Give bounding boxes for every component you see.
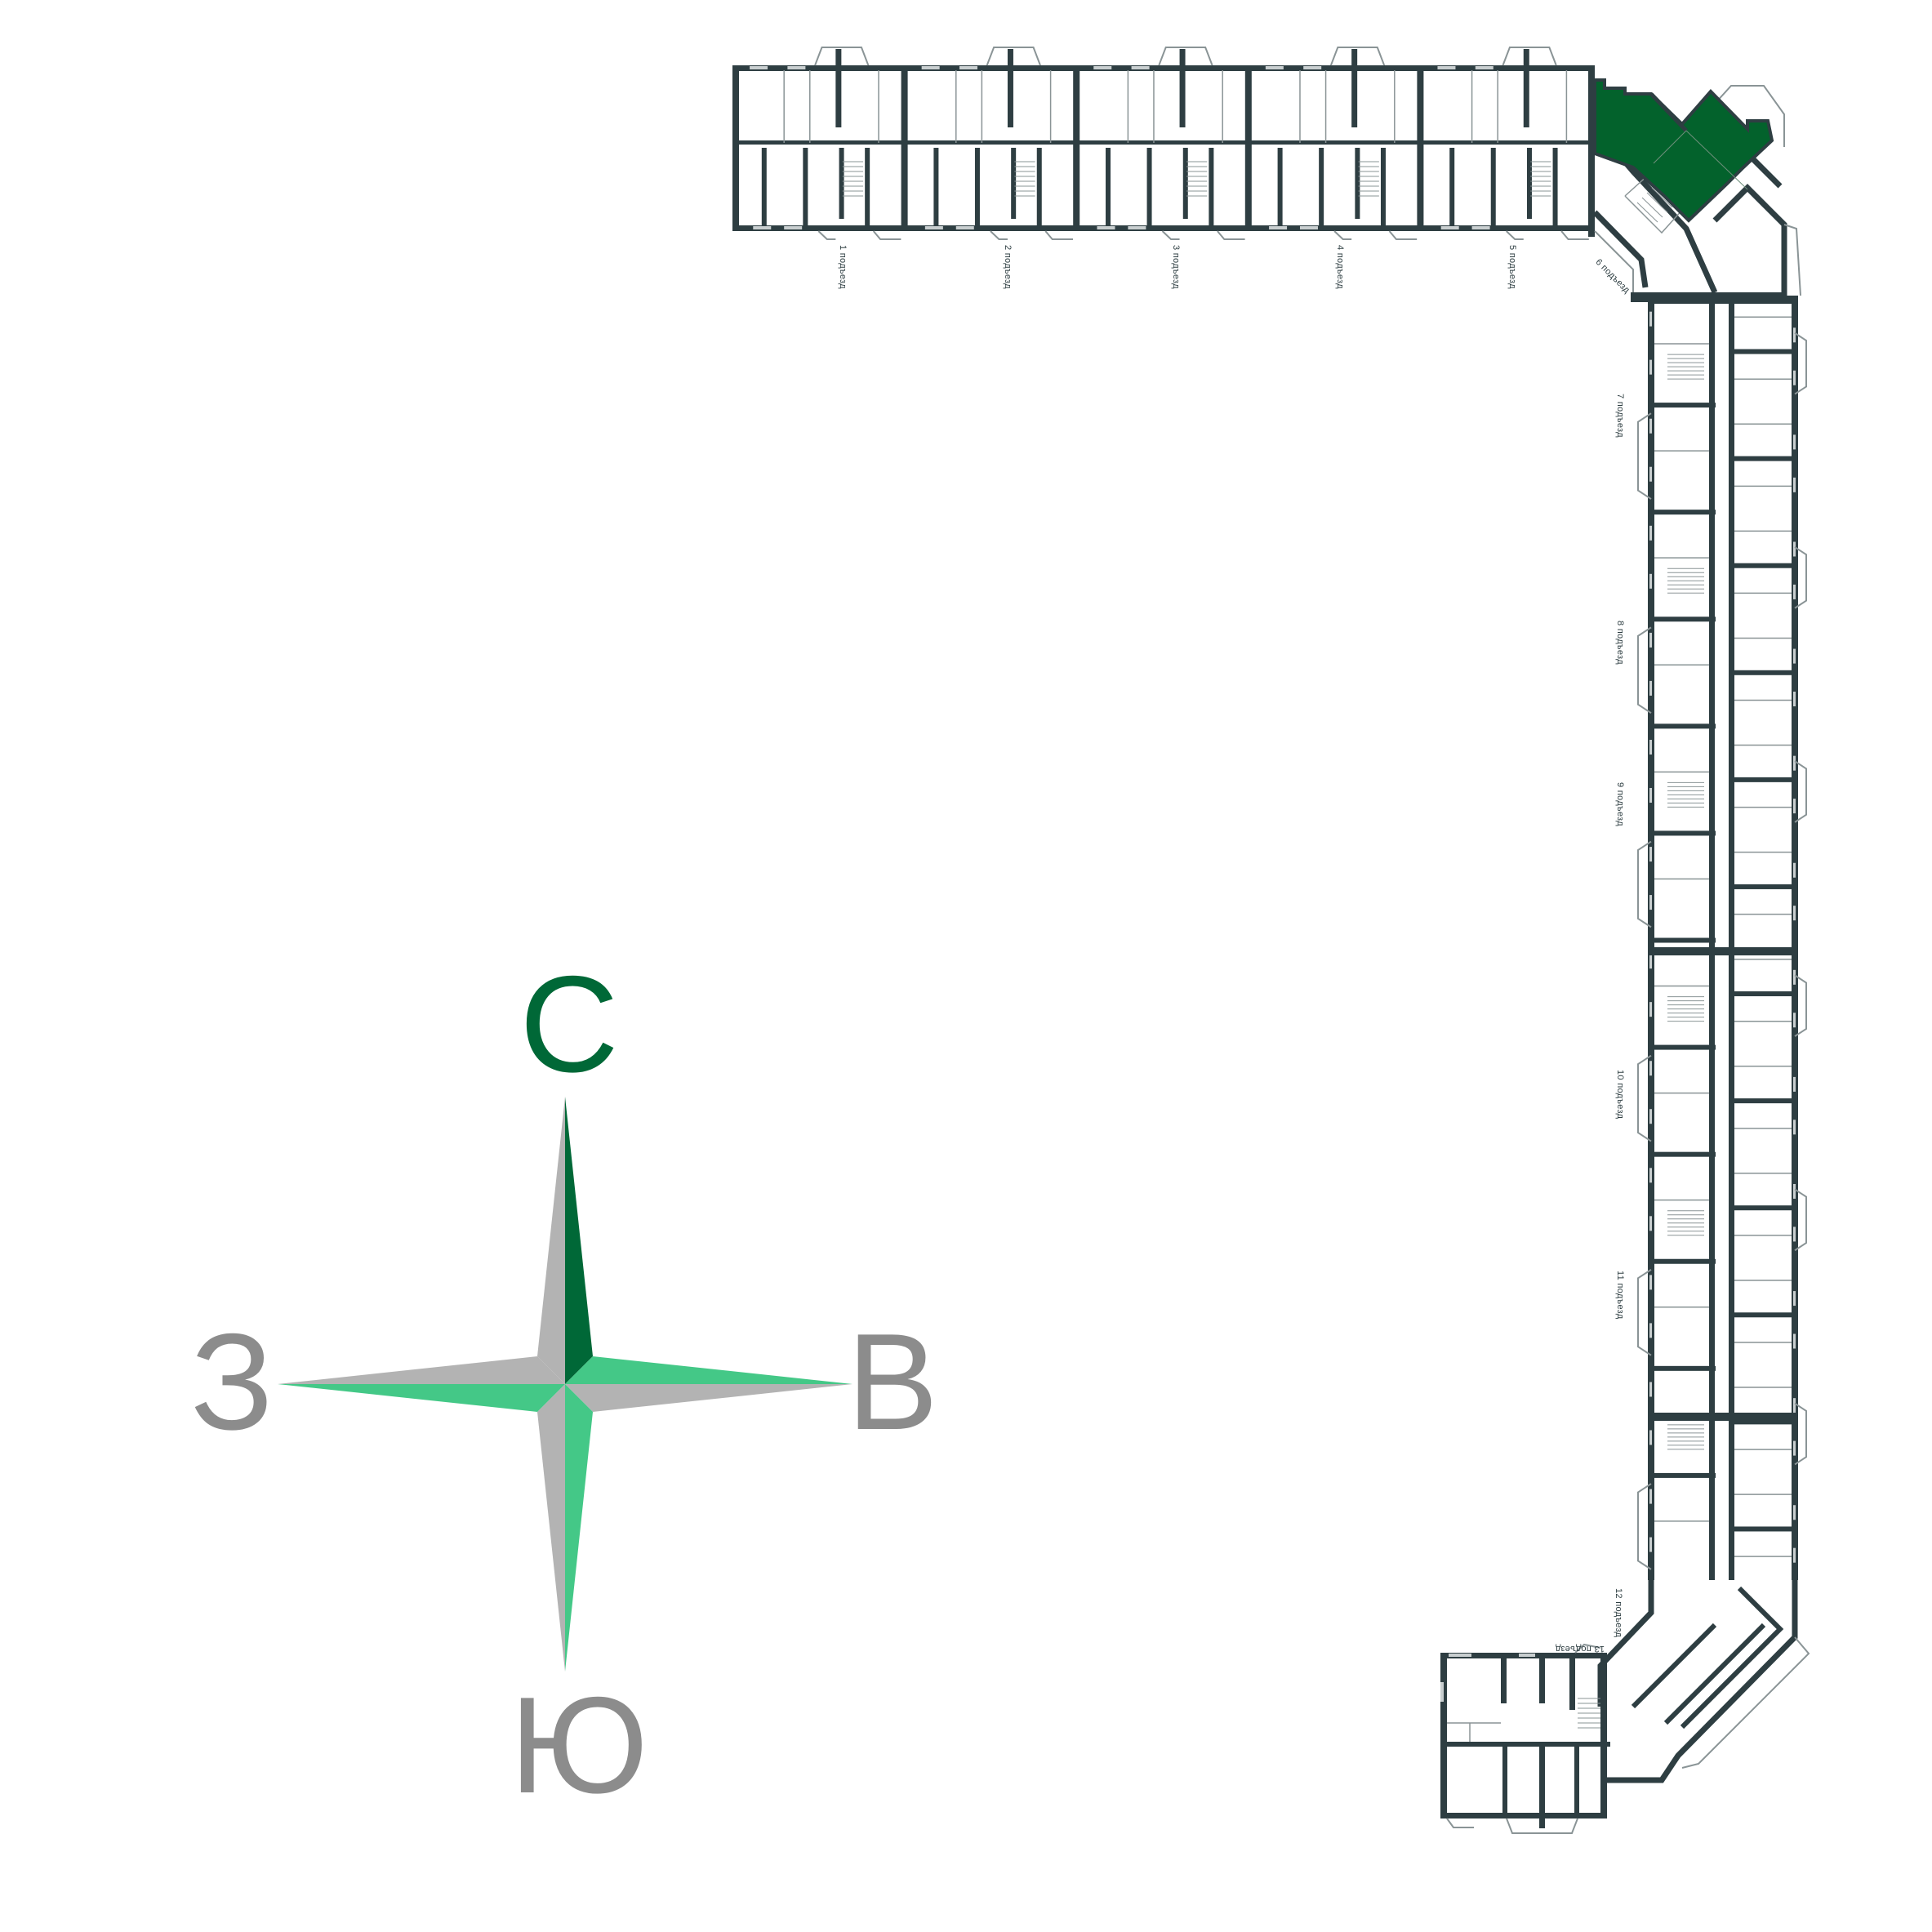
entrance-label-3[interactable]: 3 подъезд xyxy=(1171,245,1181,289)
entrance-label-7[interactable]: 7 подъезд xyxy=(1615,394,1625,438)
compass-north-label: С xyxy=(519,947,619,1101)
entrance-label-5[interactable]: 5 подъезд xyxy=(1507,245,1517,289)
entrance-label-9[interactable]: 9 подъезд xyxy=(1615,782,1625,826)
compass-west-label: З xyxy=(190,1305,274,1458)
compass-east-label: В xyxy=(846,1305,939,1458)
entrance-label-8[interactable]: 8 подъезд xyxy=(1615,621,1625,665)
highlighted-apartment[interactable] xyxy=(1593,78,1774,223)
compass-south-label: Ю xyxy=(510,1668,648,1822)
entrance-label-4[interactable]: 4 подъезд xyxy=(1335,245,1345,289)
entrance-label-2[interactable]: 2 подъезд xyxy=(1003,245,1013,289)
entrance-label-1[interactable]: 1 подъезд xyxy=(838,245,848,289)
building-walls xyxy=(732,47,1810,1834)
entrance-label-13[interactable]: 13 подъезд xyxy=(1555,1644,1605,1654)
entrance-label-12[interactable]: 12 подъезд xyxy=(1614,1588,1623,1638)
entrance-label-11[interactable]: 11 подъезд xyxy=(1615,1271,1625,1320)
compass-rose-icon xyxy=(278,1097,852,1672)
entrance-label-10[interactable]: 10 подъезд xyxy=(1615,1070,1625,1120)
